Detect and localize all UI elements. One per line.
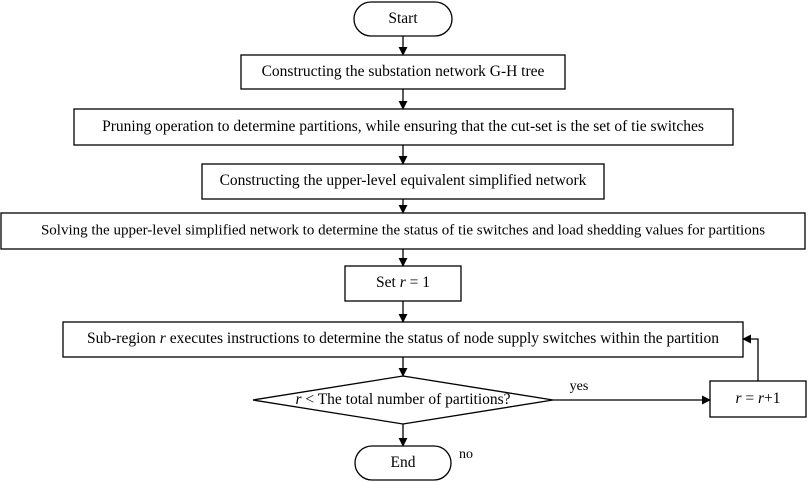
increment-equals: =	[741, 390, 758, 407]
step-upper-network-label: Constructing the upper-level equivalent …	[219, 172, 587, 189]
step-gh-tree-box	[240, 54, 566, 90]
edge-label-yes: yes	[569, 379, 589, 394]
decision-label: r < The total number of partitions?	[295, 391, 510, 409]
end-label: End	[390, 454, 416, 471]
arrow-increment-loop-back	[742, 334, 759, 381]
step-upper-network-box	[201, 163, 605, 200]
step-gh-tree-label: Constructing the substation network G-H …	[261, 63, 545, 80]
increment-label: r = r+1	[735, 390, 780, 408]
step-solve-label: Solving the upper-level simplified netwo…	[40, 222, 766, 239]
increment-variable-left: r	[735, 390, 742, 407]
subregion-variable: r	[159, 330, 166, 347]
edge-label-no: no	[459, 447, 473, 462]
increment-variable-right: r	[758, 390, 765, 407]
decision-variable: r	[295, 391, 302, 408]
set-r-variable: r	[399, 274, 406, 291]
set-r-label: Set r = 1	[376, 274, 430, 292]
set-r-prefix: Set	[376, 274, 400, 291]
subregion-label: Sub-region r executes instructions to de…	[87, 330, 719, 348]
subregion-suffix: executes instructions to determine the s…	[165, 330, 719, 347]
decision-suffix: < The total number of partitions?	[301, 391, 511, 408]
set-r-suffix: = 1	[405, 274, 430, 291]
subregion-prefix: Sub-region	[87, 330, 160, 347]
step-pruning-label: Pruning operation to determine partition…	[102, 118, 704, 135]
start-label: Start	[388, 10, 418, 27]
increment-suffix: +1	[764, 390, 781, 407]
